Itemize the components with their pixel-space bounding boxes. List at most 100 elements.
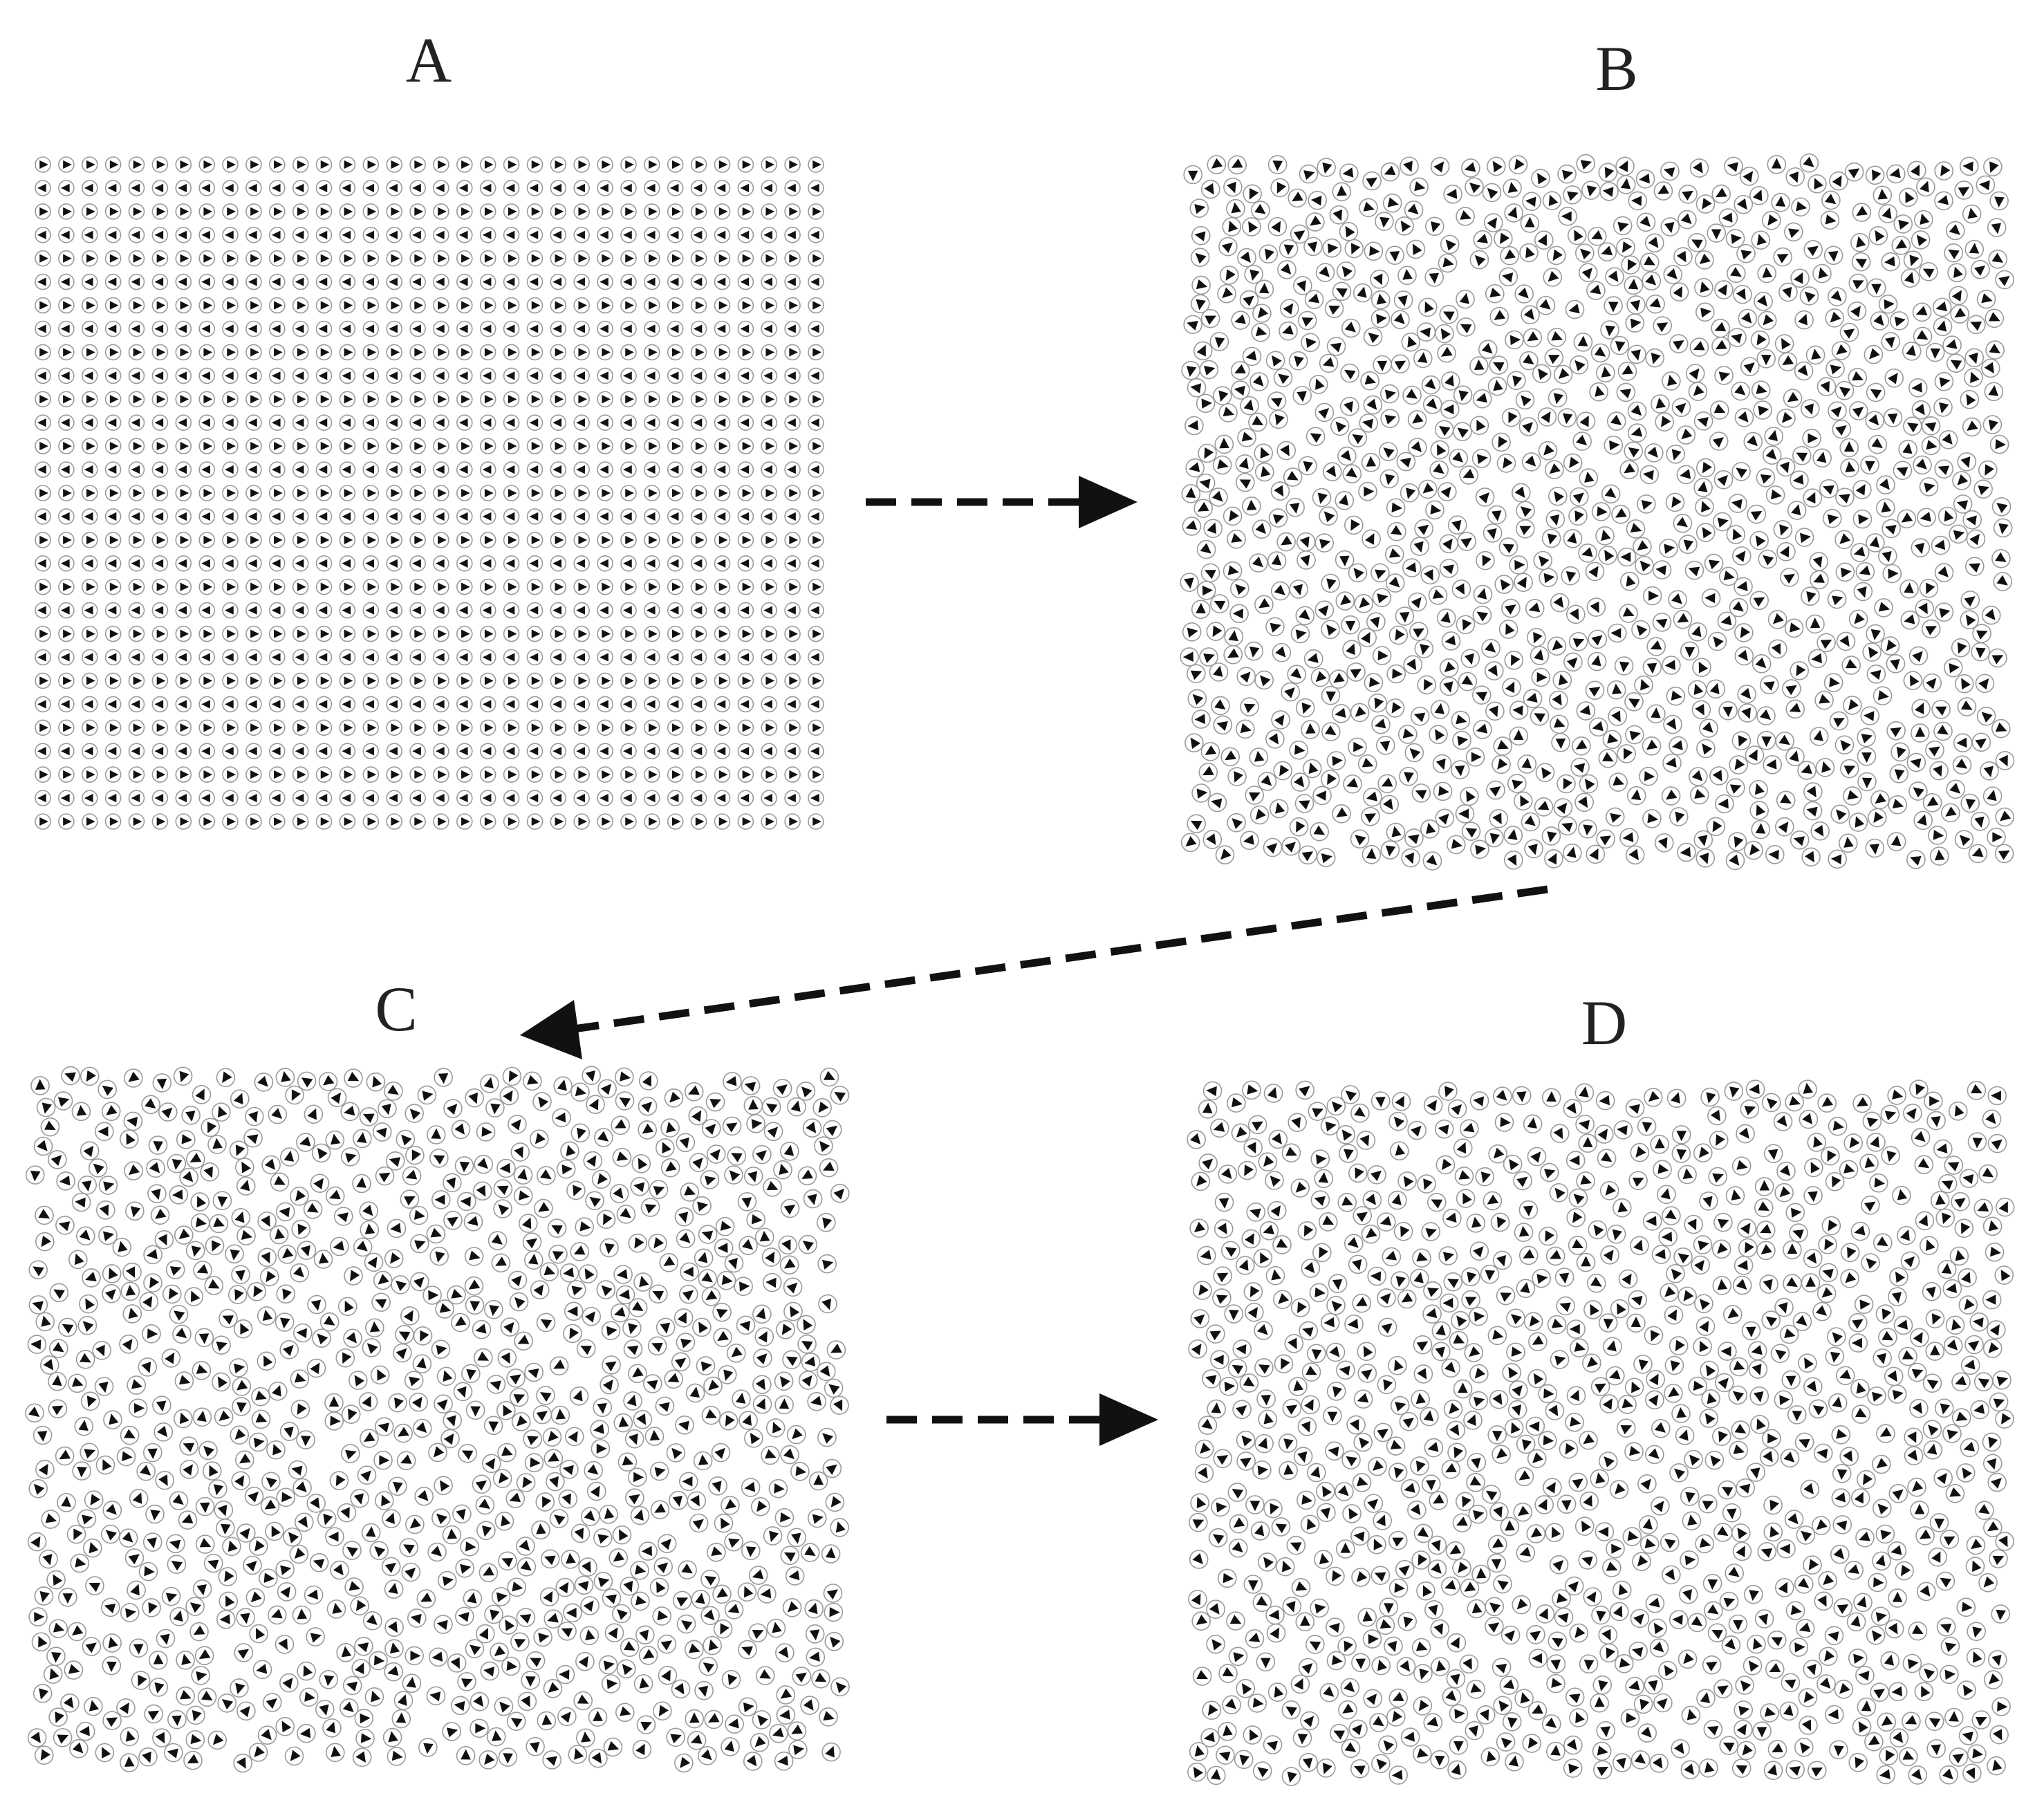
- particle: [456, 156, 473, 173]
- particle: [1673, 1247, 1693, 1267]
- particle: [1938, 429, 1958, 449]
- particle: [1388, 1578, 1409, 1598]
- particle: [1759, 1447, 1779, 1467]
- particle: [362, 672, 380, 689]
- particle: [1959, 156, 1979, 176]
- particle: [763, 1122, 783, 1141]
- particle: [1684, 1214, 1703, 1234]
- particle: [1494, 229, 1513, 249]
- particle: [1372, 588, 1392, 608]
- particle: [690, 180, 707, 196]
- particle: [1400, 156, 1419, 176]
- particle: [35, 719, 51, 736]
- particle: [1805, 345, 1825, 365]
- particle: [1931, 535, 1951, 555]
- particle: [410, 1272, 429, 1292]
- particle: [573, 625, 591, 642]
- particle: [1576, 154, 1595, 174]
- particle: [1673, 609, 1693, 629]
- particle: [1763, 1144, 1783, 1163]
- particle: [808, 602, 824, 619]
- particle: [128, 672, 145, 689]
- particle: [643, 672, 660, 689]
- particle: [1552, 670, 1572, 690]
- particle: [513, 1165, 533, 1185]
- particle: [1783, 1240, 1802, 1260]
- particle: [1490, 1212, 1510, 1232]
- particle: [667, 344, 684, 361]
- particle: [1317, 1503, 1336, 1523]
- particle: [414, 1487, 434, 1506]
- particle: [393, 1343, 412, 1363]
- particle: [1265, 1171, 1284, 1190]
- particle: [1245, 1629, 1265, 1649]
- particle: [1557, 408, 1577, 427]
- particle: [456, 790, 473, 806]
- particle: [357, 1465, 377, 1485]
- particle: [1316, 848, 1336, 867]
- particle: [1581, 180, 1601, 200]
- particle: [98, 1225, 118, 1245]
- particle: [431, 1508, 451, 1528]
- particle: [82, 578, 98, 595]
- particle: [1934, 371, 1954, 391]
- particle: [1774, 1390, 1794, 1410]
- particle: [717, 1365, 737, 1384]
- particle: [1713, 1679, 1733, 1698]
- particle: [690, 578, 707, 595]
- particle: [808, 743, 824, 759]
- particle: [1489, 1389, 1509, 1409]
- particle: [585, 1191, 604, 1211]
- particle: [143, 1442, 162, 1463]
- particle: [145, 1504, 165, 1524]
- particle: [82, 508, 98, 525]
- particle: [1339, 163, 1359, 183]
- particle: [290, 1263, 310, 1283]
- particle: [1367, 1534, 1386, 1555]
- particle: [1598, 163, 1618, 183]
- particle: [128, 226, 145, 243]
- particle: [1502, 1363, 1521, 1382]
- particle: [550, 367, 567, 384]
- particle: [761, 367, 777, 384]
- particle: [761, 391, 777, 408]
- particle: [1575, 1115, 1595, 1134]
- particle: [128, 555, 145, 572]
- particle: [479, 555, 496, 572]
- particle: [1514, 573, 1533, 593]
- particle: [1951, 1191, 1970, 1212]
- particle: [1430, 1619, 1450, 1639]
- particle: [808, 203, 824, 220]
- particle: [1994, 1265, 2014, 1285]
- particle: [1267, 155, 1288, 174]
- particle: [1290, 1298, 1310, 1317]
- particle: [1782, 679, 1801, 698]
- particle: [325, 1527, 344, 1546]
- particle: [526, 743, 543, 759]
- particle: [1662, 656, 1681, 675]
- particle: [499, 1086, 519, 1106]
- particle: [82, 391, 98, 408]
- particle: [1659, 539, 1678, 558]
- particle: [1929, 1513, 1949, 1532]
- particle: [778, 1235, 798, 1255]
- particle: [460, 1537, 480, 1557]
- particle: [290, 1400, 310, 1419]
- particle: [475, 1624, 495, 1644]
- particle: [464, 1247, 484, 1266]
- particle: [808, 250, 824, 267]
- particle: [1427, 1559, 1447, 1579]
- particle: [1434, 1119, 1454, 1139]
- particle: [737, 649, 754, 666]
- particle: [737, 578, 754, 595]
- particle: [1956, 1463, 1976, 1483]
- particle: [1373, 1511, 1392, 1530]
- particle: [1256, 1652, 1276, 1672]
- particle: [279, 1673, 299, 1693]
- particle: [1712, 1276, 1732, 1295]
- particle: [573, 743, 591, 759]
- particle: [656, 1317, 676, 1337]
- particle: [362, 790, 380, 806]
- particle: [315, 250, 333, 267]
- particle: [104, 743, 122, 759]
